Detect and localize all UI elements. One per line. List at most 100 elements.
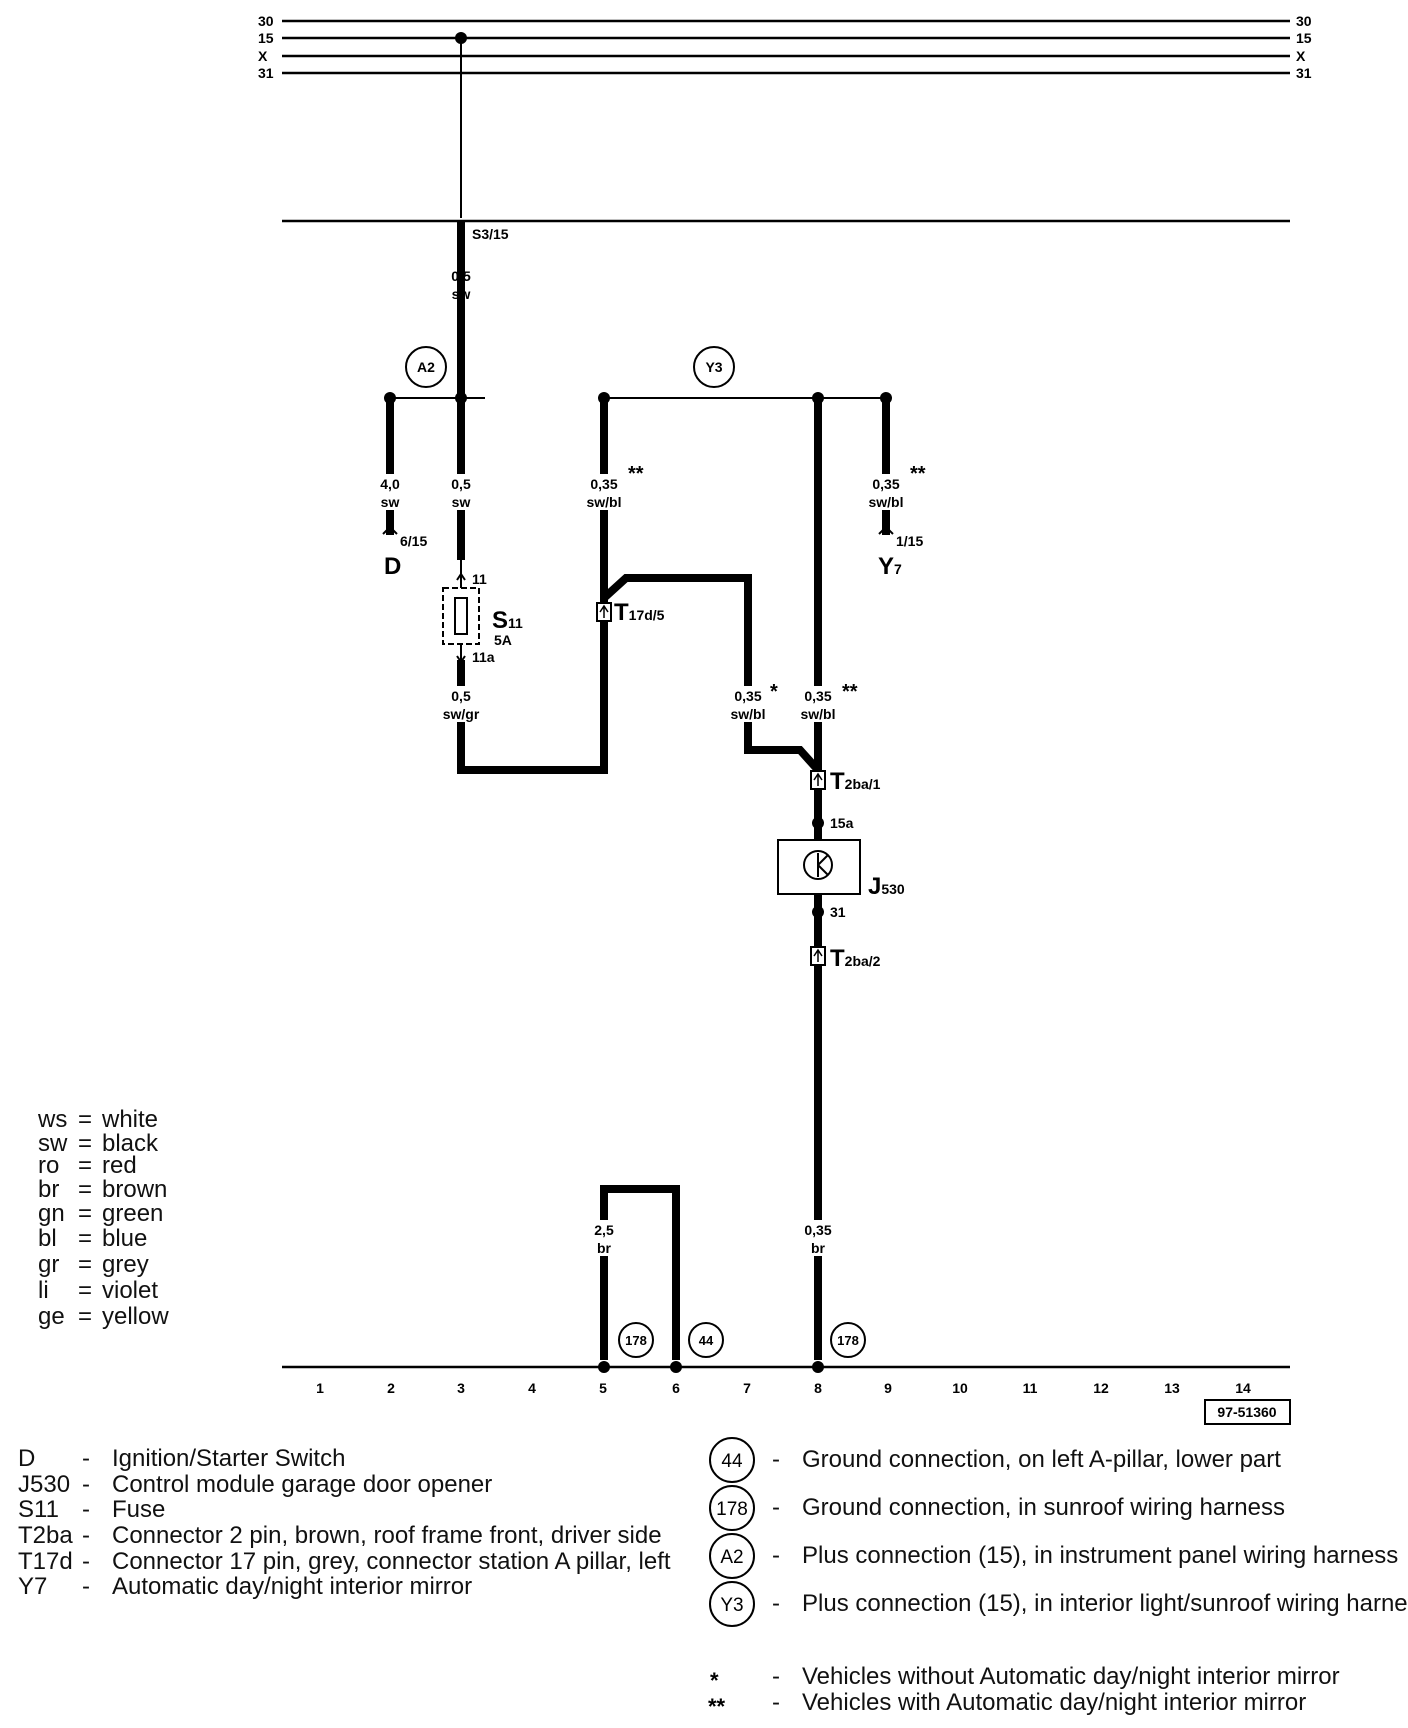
connection-legend: 44 - Ground connection, on left A-pillar… [709, 1437, 1408, 1627]
color-code: br [38, 1176, 59, 1203]
y3-connection-circle [693, 346, 735, 388]
ground-dot-8 [812, 1361, 824, 1373]
connection-desc: Plus connection (15), in instrument pane… [802, 1542, 1398, 1569]
legend-dash: - [772, 1663, 780, 1690]
a2-dot-mid [455, 392, 467, 404]
color-code: ws [37, 1106, 67, 1133]
j530-module-box [777, 839, 861, 895]
equals-sign: = [78, 1106, 92, 1133]
legend-circle-y3 [709, 1581, 755, 1627]
legend-circle-label: 178 [716, 1499, 748, 1520]
right-wire-size: 0,35 [804, 688, 831, 704]
component-code: D [18, 1445, 35, 1472]
legend-dash: - [772, 1590, 780, 1617]
color-meaning: white [101, 1106, 158, 1133]
color-code: ge [38, 1303, 65, 1330]
track-number: 8 [814, 1380, 822, 1396]
ground-178-circle-b [830, 1322, 866, 1358]
s11-pin-out: 11a [472, 649, 495, 665]
track-number: 1 [316, 1380, 324, 1396]
color-meaning: grey [102, 1251, 149, 1278]
color-meaning: red [102, 1152, 137, 1179]
wire-ground-loop [600, 1185, 680, 1360]
footnotes: * - Vehicles without Automatic day/night… [708, 1663, 1340, 1719]
t17-wire-size: 0,35 [590, 476, 617, 492]
wires [386, 222, 890, 1360]
y7-label-bg [864, 474, 908, 510]
color-meaning: violet [102, 1277, 158, 1304]
gnd2-label-bg [800, 1220, 836, 1256]
track-number: 6 [672, 1380, 680, 1396]
diagram-id: 97-51360 [1217, 1404, 1276, 1420]
d-pin: 6/15 [400, 533, 427, 549]
track-number: 5 [599, 1380, 607, 1396]
y3-dot-left [598, 392, 610, 404]
legend-dash: - [82, 1522, 90, 1549]
component-desc: Connector 17 pin, grey, connector statio… [112, 1548, 671, 1575]
ground-44-label: 44 [699, 1333, 714, 1348]
component-desc: Connector 2 pin, brown, roof frame front… [112, 1522, 662, 1549]
component-desc: Control module garage door opener [112, 1471, 492, 1498]
track-number: 2 [387, 1380, 395, 1396]
bus-label-30-right: 30 [1296, 13, 1312, 29]
right-label-bg [796, 686, 840, 722]
d-wire-color: sw [381, 494, 400, 510]
component-legend: D - Ignition/Starter Switch J530 - Contr… [18, 1445, 671, 1600]
legend-dash: - [82, 1548, 90, 1575]
bus-label-30-left: 30 [258, 13, 274, 29]
color-code: ro [38, 1152, 59, 1179]
equals-sign: = [78, 1152, 92, 1179]
equals-sign: = [78, 1303, 92, 1330]
gnd1-label-bg [591, 1220, 617, 1256]
t2ba1-connector-symbol [810, 770, 826, 790]
s11-pin-out-marker [456, 655, 466, 664]
ground-178-label-b: 178 [837, 1333, 859, 1348]
bus-label-15-left: 15 [258, 30, 274, 46]
component-code: J530 [18, 1471, 70, 1498]
d-label-bg [377, 474, 403, 510]
y7-wire-size: 0,35 [872, 476, 899, 492]
footnote-desc: Vehicles with Automatic day/night interi… [802, 1689, 1306, 1716]
t2ba2-label: T2ba/2 [830, 945, 881, 972]
ground-178-circle-a [618, 1322, 654, 1358]
legend-dash: - [82, 1471, 90, 1498]
mid-wire-color: sw/bl [730, 706, 765, 722]
a2-connection-circle [405, 346, 447, 388]
t2ba1-label: T2ba/1 [830, 768, 881, 795]
s11-component-label: S11 [492, 607, 523, 634]
track-numbers: 1 2 3 4 5 6 7 8 9 10 11 12 13 14 [316, 1380, 1251, 1396]
track-number: 14 [1235, 1380, 1251, 1396]
t17-label-bg [582, 474, 626, 510]
legend-dash: - [772, 1542, 780, 1569]
y7-mark: ** [910, 463, 926, 485]
legend-circle-label: Y3 [720, 1595, 743, 1616]
right-mark: ** [842, 681, 858, 703]
bus-label-x-right: X [1296, 48, 1306, 64]
d-wire-size: 4,0 [380, 476, 400, 492]
color-meaning: yellow [102, 1303, 169, 1330]
y7-component-label: Y7 [878, 553, 902, 580]
track-number: 10 [952, 1380, 968, 1396]
ground-178-label-a: 178 [625, 1333, 647, 1348]
color-code: li [38, 1277, 49, 1304]
footnote-mark: * [710, 1668, 719, 1693]
color-meaning: green [102, 1200, 163, 1227]
legend-dash: - [772, 1494, 780, 1521]
footnote-mark: ** [708, 1694, 726, 1719]
s11-out-label-bg [438, 686, 484, 722]
legend-dash: - [82, 1573, 90, 1600]
ground-dot-6 [670, 1361, 682, 1373]
a2-dot-left [384, 392, 396, 404]
component-desc: Automatic day/night interior mirror [112, 1573, 472, 1600]
y7-pin-marker [878, 525, 894, 535]
y7-wire-color: sw/bl [868, 494, 903, 510]
color-meaning: black [102, 1130, 159, 1157]
equals-sign: = [78, 1176, 92, 1203]
s11-out-color: sw/gr [443, 706, 480, 722]
y3-dot-right [880, 392, 892, 404]
bus-label-15-right: 15 [1296, 30, 1312, 46]
component-code: T2ba [18, 1522, 73, 1549]
gnd2-wire-size: 0,35 [804, 1222, 831, 1238]
t17-wire-color: sw/bl [586, 494, 621, 510]
